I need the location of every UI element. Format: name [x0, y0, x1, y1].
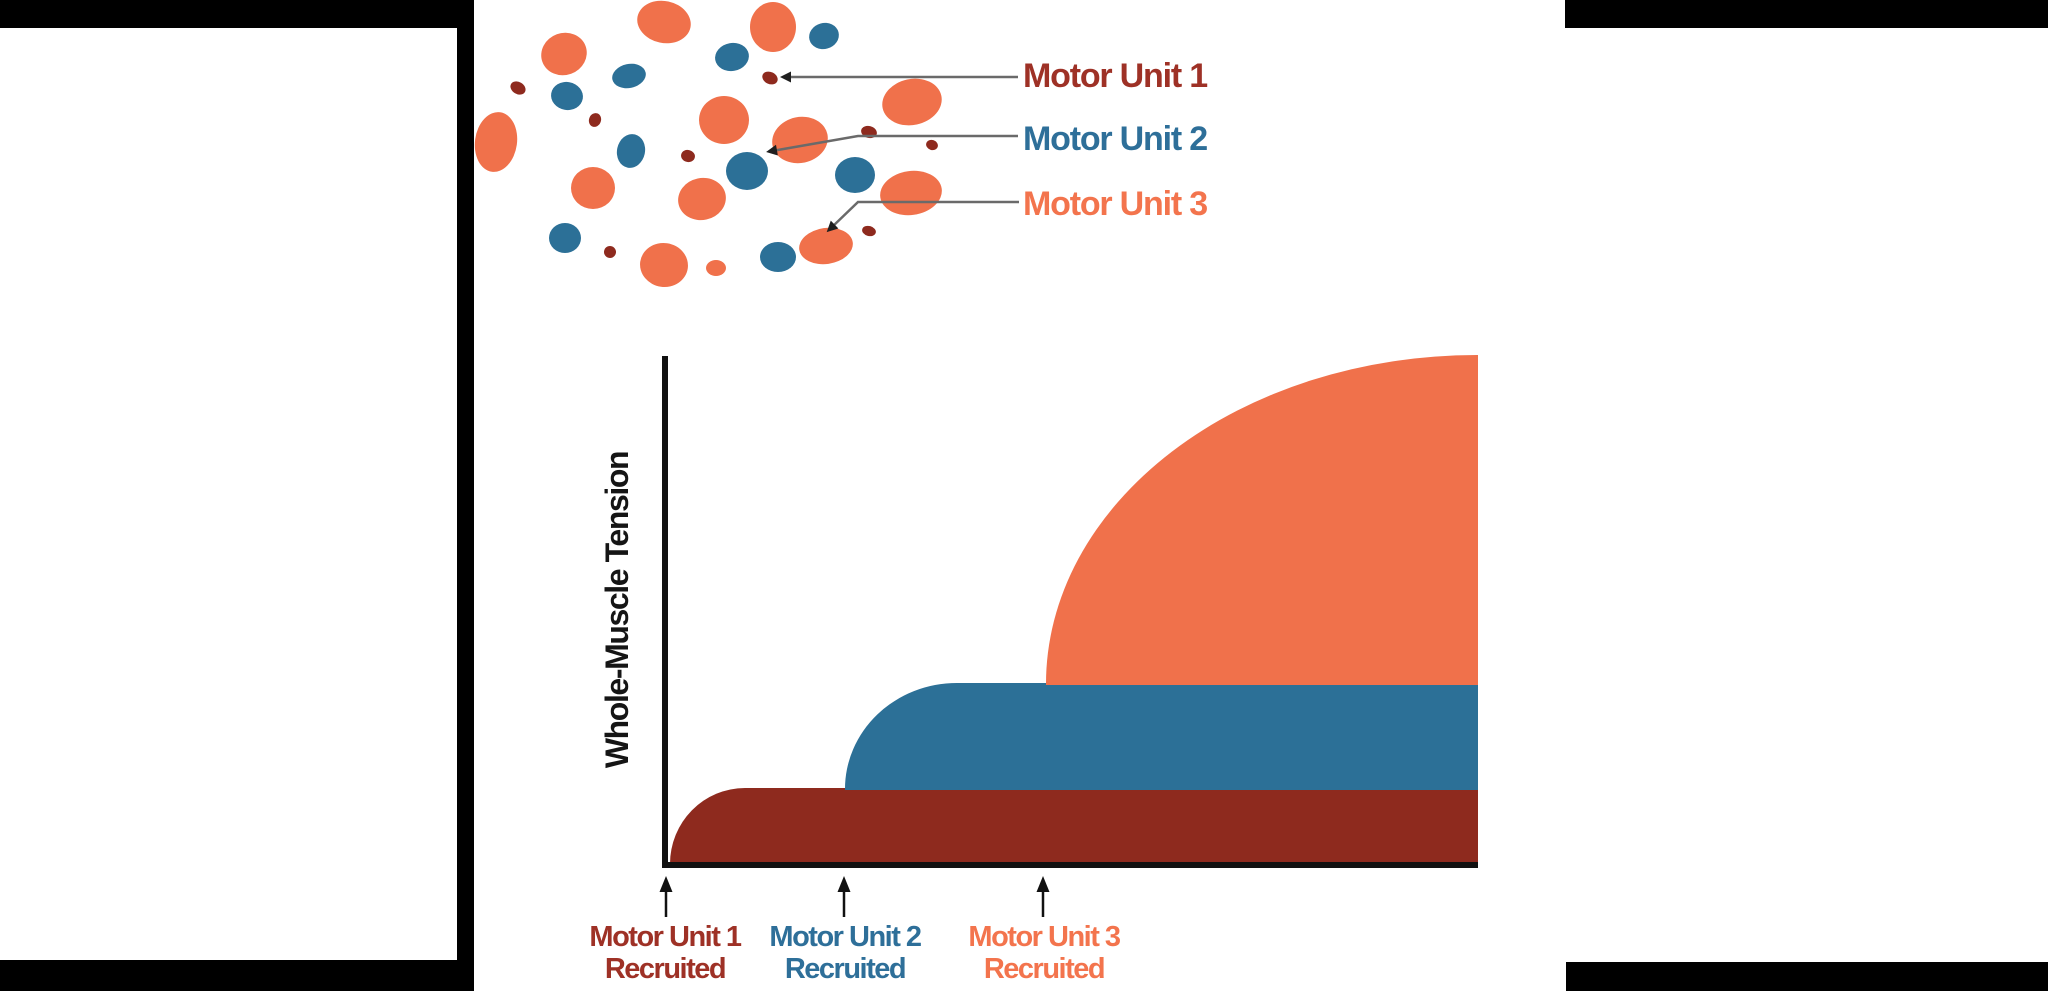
fiber-blob [882, 78, 942, 126]
fiber-blob [809, 22, 839, 50]
mask-bar-bottom-left [0, 960, 474, 991]
fiber-blob [616, 134, 646, 168]
mask-strip-vertical-left [457, 0, 474, 991]
recruit-arrow-head-icon [659, 876, 673, 892]
muscle-fiber-cross-section [474, 0, 942, 288]
legend-label-motor-unit-3: Motor Unit 3 [1023, 185, 1207, 223]
fiber-blob [760, 242, 796, 272]
tension-curves [670, 355, 1478, 864]
leader-arrowhead-icon [780, 71, 791, 83]
y-axis-label: Whole-Muscle Tension [599, 452, 635, 768]
fiber-blob [750, 2, 796, 52]
fiber-blob [715, 42, 749, 72]
fiber-blob [799, 227, 853, 265]
fiber-blob [510, 81, 526, 95]
legend-label-motor-unit-2: Motor Unit 2 [1023, 120, 1207, 158]
legend-leader-lines [766, 71, 1019, 233]
fiber-blob [699, 96, 749, 144]
fiber-blob [681, 149, 695, 163]
fiber-blob [706, 260, 726, 276]
recruitment-annotations: Motor Unit 1 Recruited Motor Unit 2 Recr… [589, 921, 1122, 985]
fiber-blob [640, 242, 688, 288]
leader-arrowhead-icon [766, 144, 778, 156]
fiber-blob [541, 32, 587, 76]
fiber-blob [612, 63, 646, 89]
mask-bar-top-left [0, 0, 474, 28]
fiber-blob [474, 112, 518, 172]
tension-curve [1045, 355, 1478, 685]
fiber-blob [678, 177, 726, 221]
tension-curve [670, 788, 1478, 864]
fiber-blob [772, 116, 828, 164]
recruitment-arrows [659, 876, 1050, 917]
annotation-motor-unit-1-line1: Motor Unit 1 [589, 921, 742, 953]
fiber-blob [862, 225, 876, 237]
legend-label-motor-unit-1: Motor Unit 1 [1023, 57, 1207, 95]
mask-bar-top-right [1565, 0, 2048, 28]
annotation-motor-unit-1-line2: Recruited [605, 953, 725, 985]
fiber-blob [549, 223, 581, 253]
annotation-motor-unit-2-line1: Motor Unit 2 [769, 921, 921, 953]
fiber-blob [762, 71, 778, 85]
leader-arrowhead-icon [826, 220, 839, 233]
fiber-blob [926, 139, 938, 151]
fiber-blob [571, 167, 615, 209]
fiber-blob [726, 152, 768, 190]
recruit-arrow-head-icon [1036, 876, 1050, 892]
mask-bar-bottom-right [1566, 962, 2048, 991]
fiber-blob [551, 81, 583, 111]
chart-axes [662, 356, 1478, 868]
leader-line [771, 134, 1018, 153]
y-axis-line [662, 356, 668, 868]
annotation-motor-unit-3-line1: Motor Unit 3 [968, 921, 1121, 953]
fiber-blob [588, 113, 602, 127]
annotation-motor-unit-2-line2: Recruited [785, 953, 905, 985]
annotation-motor-unit-3-line2: Recruited [984, 953, 1104, 985]
fiber-blob [835, 157, 875, 193]
tension-curve [844, 682, 1478, 790]
recruit-arrow-head-icon [837, 876, 851, 892]
x-axis-line [662, 862, 1478, 868]
leader-line [830, 200, 1019, 229]
fiber-blob [637, 0, 691, 44]
fiber-blob [880, 170, 942, 216]
fiber-blob [604, 246, 616, 258]
